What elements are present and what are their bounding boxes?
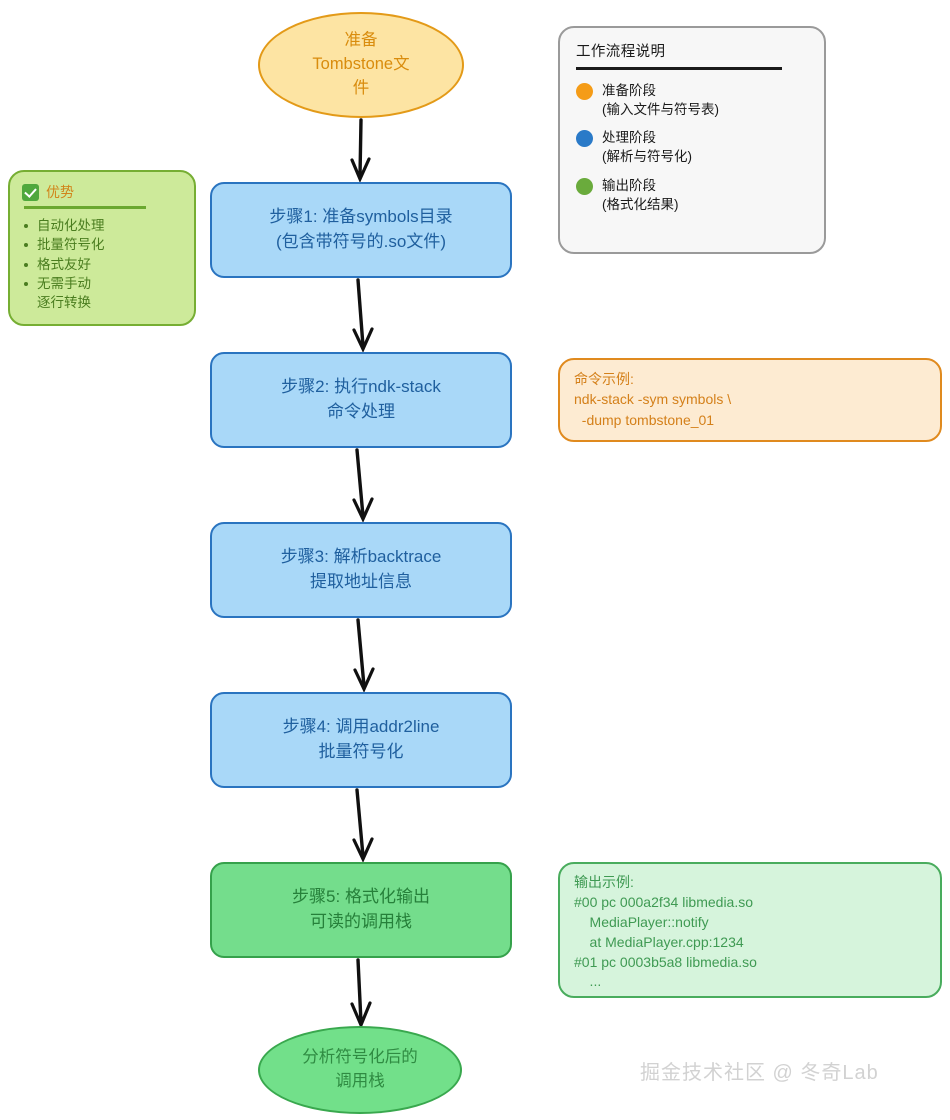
step-node-5[interactable]: 步骤5: 格式化输出 可读的调用栈 [210, 862, 512, 958]
legend-item-preparation: 准备阶段 (输入文件与符号表) [576, 81, 808, 119]
end-node[interactable]: 分析符号化后的 调用栈 [258, 1026, 462, 1114]
step-node-3-line2: 提取地址信息 [309, 572, 412, 591]
list-item: 格式友好 [22, 256, 182, 275]
command-example-text: 命令示例: ndk-stack -sym symbols \ -dump tom… [574, 371, 732, 428]
legend-panel: 工作流程说明 准备阶段 (输入文件与符号表) 处理阶段 (解析与符号化) 输出阶… [558, 26, 826, 254]
command-example-panel: 命令示例: ndk-stack -sym symbols \ -dump tom… [558, 358, 942, 442]
list-item: 批量符号化 [22, 236, 182, 255]
end-node-line2: 调用栈 [335, 1072, 385, 1090]
legend-item-preparation-label: 准备阶段 [602, 83, 656, 98]
connector-step5-end [356, 958, 363, 1024]
end-node-line1: 分析符号化后的 [302, 1048, 418, 1067]
legend-dot-green-icon [576, 177, 593, 195]
legend-item-preparation-text: 准备阶段 (输入文件与符号表) [602, 81, 719, 119]
legend-item-processing: 处理阶段 (解析与符号化) [576, 128, 808, 166]
advantages-header: 优势 [22, 182, 182, 202]
check-mark-icon [22, 183, 39, 201]
advantages-list: 自动化处理 批量符号化 格式友好 无需手动 逐行转换 [22, 217, 182, 313]
start-node-label: 准备 Tombstone文 件 [312, 31, 410, 97]
advantages-panel: 优势 自动化处理 批量符号化 格式友好 无需手动 逐行转换 [8, 170, 196, 326]
step-node-3-line1: 步骤3: 解析backtrace [280, 547, 442, 567]
connector-start-step1 [358, 118, 363, 178]
step-node-4-line2: 批量符号化 [318, 742, 404, 761]
advantages-divider [24, 206, 146, 209]
step-node-1-line1: 步骤1: 准备symbols目录 [269, 207, 453, 227]
step-node-3-text: 步骤3: 解析backtrace 提取地址信息 [281, 545, 442, 594]
list-item-label-wrap: 逐行转换 [37, 295, 91, 311]
legend-item-processing-text: 处理阶段 (解析与符号化) [602, 128, 692, 166]
legend-title: 工作流程说明 [576, 44, 666, 60]
list-item: 自动化处理 [22, 217, 182, 236]
legend-item-output: 输出阶段 (格式化结果) [576, 176, 808, 214]
step-node-3[interactable]: 步骤3: 解析backtrace 提取地址信息 [210, 522, 512, 618]
legend-dot-blue-icon [576, 130, 593, 148]
legend-item-processing-label: 处理阶段 [602, 130, 656, 146]
end-node-text: 分析符号化后的 调用栈 [302, 1046, 418, 1094]
step-node-5-line2: 可读的调用栈 [310, 912, 412, 931]
start-node[interactable]: 准备 Tombstone文 件 [258, 12, 464, 118]
step-node-5-text: 步骤5: 格式化输出 可读的调用栈 [292, 885, 430, 934]
connector-step1-step2 [356, 278, 365, 348]
legend-item-output-text: 输出阶段 (格式化结果) [602, 176, 679, 214]
step-node-2-text: 步骤2: 执行ndk-stack 命令处理 [281, 375, 441, 424]
legend-divider [576, 67, 782, 70]
legend-item-output-label: 输出阶段 [602, 177, 656, 193]
watermark: 掘金技术社区 @ 冬奇Lab [640, 1062, 879, 1084]
step-node-5-line1: 步骤5: 格式化输出 [292, 887, 430, 907]
legend-item-preparation-sub: (输入文件与符号表) [602, 102, 719, 118]
list-item: 无需手动 逐行转换 [22, 275, 182, 312]
connector-step2-step3 [355, 448, 365, 518]
step-node-2[interactable]: 步骤2: 执行ndk-stack 命令处理 [210, 352, 512, 448]
list-item-label: 无需手动 [37, 276, 91, 292]
step-node-1[interactable]: 步骤1: 准备symbols目录 (包含带符号的.so文件) [210, 182, 512, 278]
legend-dot-orange-icon [576, 83, 593, 100]
advantages-title: 优势 [46, 184, 74, 200]
step-node-2-line2: 命令处理 [327, 402, 395, 421]
legend-item-output-sub: (格式化结果) [602, 196, 679, 212]
connector-step4-step5 [355, 788, 365, 858]
output-example-text: 输出示例: #00 pc 000a2f34 libmedia.so MediaP… [574, 874, 757, 990]
legend-item-processing-sub: (解析与符号化) [602, 149, 692, 165]
output-example-panel: 输出示例: #00 pc 000a2f34 libmedia.so MediaP… [558, 862, 942, 998]
step-node-4-text: 步骤4: 调用addr2line 批量符号化 [283, 715, 440, 764]
step-node-2-line1: 步骤2: 执行ndk-stack [281, 377, 441, 397]
step-node-4[interactable]: 步骤4: 调用addr2line 批量符号化 [210, 692, 512, 788]
step-node-1-line2: (包含带符号的.so文件) [276, 232, 446, 251]
connector-step3-step4 [356, 618, 366, 688]
step-node-4-line1: 步骤4: 调用addr2line [282, 717, 440, 737]
step-node-1-text: 步骤1: 准备symbols目录 (包含带符号的.so文件) [269, 205, 452, 254]
